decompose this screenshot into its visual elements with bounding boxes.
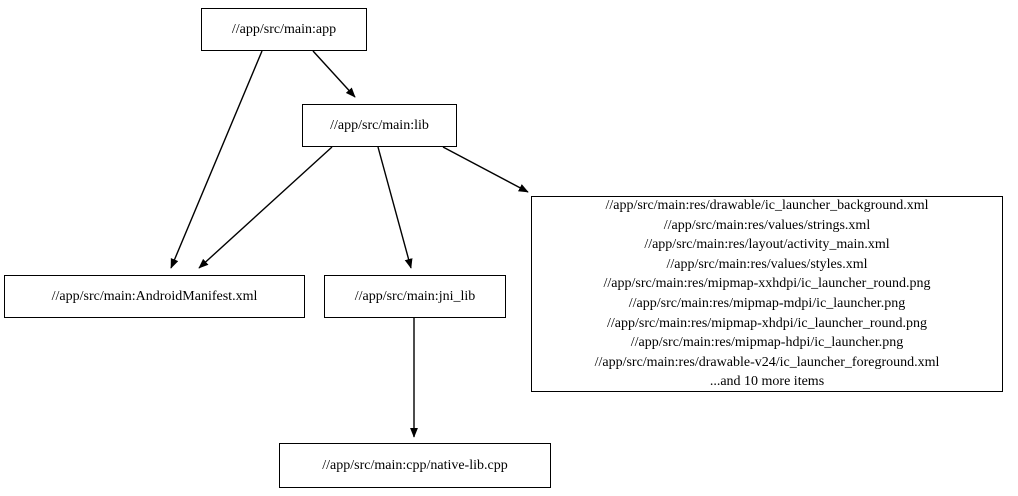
edge-lib-to-manifest	[198, 146, 333, 269]
graph-node-android-manifest-label: //app/src/main:AndroidManifest.xml	[51, 288, 258, 304]
graph-node-jni-lib-label: //app/src/main:jni_lib	[354, 288, 476, 304]
graph-node-res-group-label: //app/src/main:res/drawable/ic_launcher_…	[594, 198, 940, 390]
edge-app-to-lib	[312, 50, 356, 98]
edge-lib-to-res	[442, 146, 529, 193]
graph-node-lib[interactable]: //app/src/main:lib	[302, 104, 457, 147]
graph-node-app[interactable]: //app/src/main:app	[201, 8, 367, 51]
graph-node-res-group[interactable]: //app/src/main:res/drawable/ic_launcher_…	[531, 196, 1003, 392]
edge-lib-to-jni-lib	[377, 146, 413, 269]
graph-node-native-lib-cpp[interactable]: //app/src/main:cpp/native-lib.cpp	[279, 443, 551, 488]
graph-node-lib-label: //app/src/main:lib	[330, 117, 429, 133]
graph-node-android-manifest[interactable]: //app/src/main:AndroidManifest.xml	[4, 275, 305, 318]
edge-app-to-manifest	[170, 50, 263, 269]
graph-node-native-lib-cpp-label: //app/src/main:cpp/native-lib.cpp	[322, 457, 508, 473]
graph-node-jni-lib[interactable]: //app/src/main:jni_lib	[324, 275, 506, 318]
graph-node-app-label: //app/src/main:app	[231, 21, 337, 37]
